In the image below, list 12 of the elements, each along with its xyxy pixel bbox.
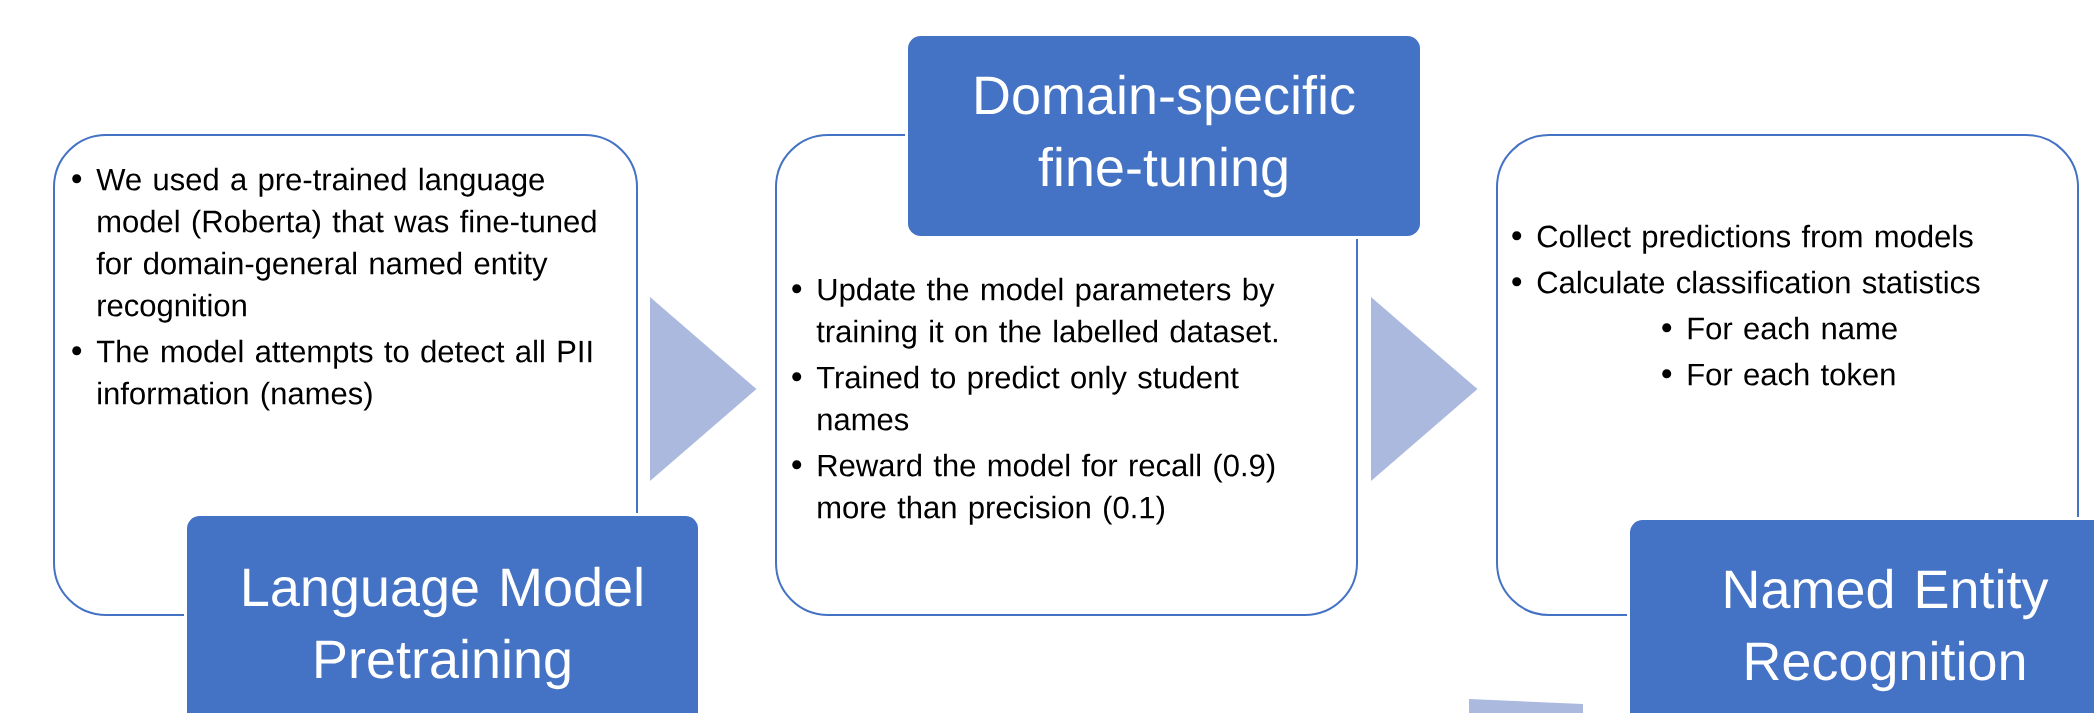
bullet-text: Trained to predict only student names (816, 365, 1239, 431)
bullet-text: Update the model parameters by training it on the labelled dataset. (816, 277, 1277, 349)
bullet-text: We used a pre-trained language model (Roberta) that was fine-tuned for domain-general named entity recognition (96, 167, 596, 323)
bullet-text: Collect predictions from models (1537, 224, 1973, 254)
title-box: Domain-specific fine-tuning (905, 33, 1423, 239)
title-box: Language Model Pretraining (184, 513, 701, 713)
bullet-text: For each token (1688, 362, 1895, 386)
bullet-text: Calculate classification statistics (1537, 270, 1980, 294)
title-box: Named Entity Recognition (1627, 517, 2094, 713)
bullet-text: The model attempts to detect all PII information (names) (96, 339, 592, 411)
bullet-text: For each name (1688, 316, 1897, 340)
bullet-text: Reward the model for recall (0.9) more than precision (0.1) (818, 453, 1275, 525)
